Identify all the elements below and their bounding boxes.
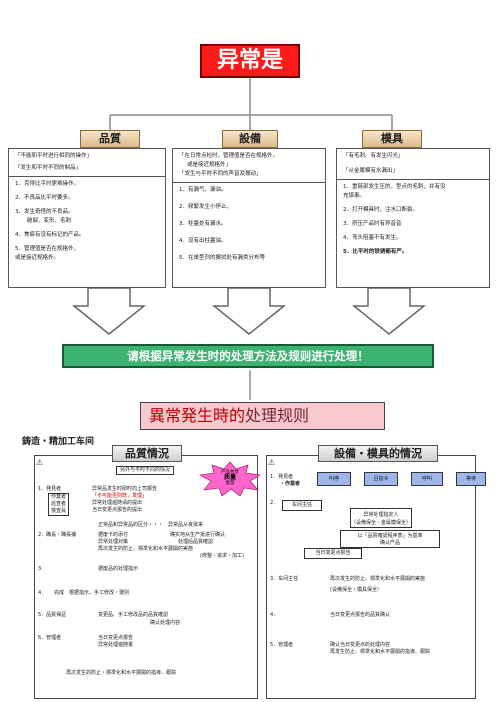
list-item: 2．不良品比平时要多。 [15,195,74,201]
flow-step-instruct: 且指令 [364,472,398,486]
page-title: 异常是 [200,44,300,78]
warning-icon: ⚠ [36,458,44,467]
quality-header: 品質 [80,130,140,148]
workshop-director-box: 车间主任 [282,500,322,511]
warning-icon: ⚠ [268,458,276,467]
list-item: 5．管理值是否在规格外， [15,246,80,252]
list-item: 2．频繁发生小停止。 [179,204,232,210]
quality-column: 「不能和平时进行相同的操作」 「发生和平时不同的制品」 1．克得比平时更难操作。… [8,148,166,288]
rules-title: 異常発生時的处理规则 [140,402,385,430]
list-item: 4．弯头阻塞不有发生。 [343,235,402,241]
factory-label: 鋳造・精加工车间 [22,437,95,447]
list-item: 1．有漏气、漏油。 [179,187,227,193]
flow-step-call: 呼叫 [411,472,443,486]
equipment-situation-header: 設備・模具的情況 [318,445,438,462]
quality-situation-header: 品質情況 [112,445,182,462]
roles-box: 作業者 巡查者 検査員 [48,493,70,516]
list-item: 3．柱塞处有漏水。 [179,221,227,227]
handler-box: 异常处理指定人 （设備保全・金属模保全） [350,508,412,528]
daily-change-report-box: 当日变更点报告 [304,548,362,559]
confirm-box: 以「品質確認程序表」为基准 确认产品 [340,530,440,548]
quality-panel [34,455,258,699]
instruction-banner: 请根据异常发生时的处理方法及规则进行处理！ [62,344,434,368]
down-arrow-quality [71,287,147,335]
list-item: 破裂、变形、毛刺 [27,218,72,224]
list-item: 1．重链部发生压的，型点的毛刺，并有没 [343,184,446,190]
abnormal-callout: 另外与平时不同的情况 [116,466,175,475]
quality-footer: 再次发生的防止・標準化和水平展開的指導、跟踪 [66,670,177,676]
quality-burst: 产品共享 质量 瓶禁 [198,461,262,497]
equipment-column: 「在日常点检时，管理值是否在规格外， 或是接近规格外」 「发生与平时不同的声音及… [172,148,326,288]
list-item: 3．发生奇怪的不良品。 [15,209,74,215]
list-item: 充填事。 [343,193,366,199]
flow-step-wait: 等待 [456,472,486,486]
mold-header: 模具 [362,130,422,148]
flow-step-stop: 叫停 [317,472,351,486]
list-item: 4．焦痕有没有标记的产品。 [15,232,85,238]
list-item: 3．挤压产品时有异音音 [343,221,402,227]
equipment-panel [266,455,476,699]
list-item: 或是接近规格外。 [15,255,60,261]
mold-column: 「有毛刺、有发生闪光」 「从金属模有水漏出」 1．重链部发生压的，型点的毛刺，并… [336,148,490,288]
equipment-header: 設備 [222,130,278,148]
list-item: 5．比平时的铁锈都有严。 [343,249,408,255]
finder-actions: 异常品发生时即时向上司报告 「不可能否则既，发理」 异常处理遍随请的提出 当日变… [92,486,158,513]
list-item: 4．没有出柱塞油。 [179,238,227,244]
list-item: 5．在单型剂的搬拭处有漏类分布等 [179,255,266,261]
down-arrow-equipment [211,287,287,335]
down-arrow-mold [351,287,427,335]
list-item: 2．打开模具时，注水口断裂。 [343,207,419,213]
list-item: 1．克得比平时更难操作。 [15,181,80,187]
